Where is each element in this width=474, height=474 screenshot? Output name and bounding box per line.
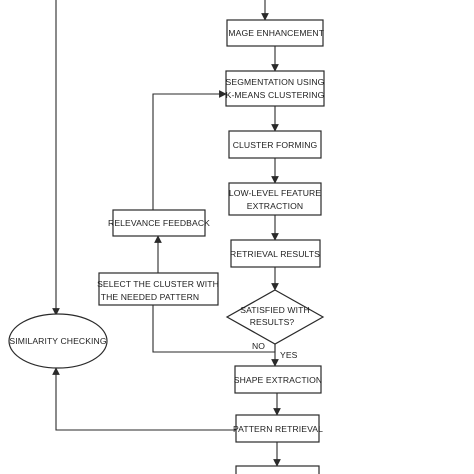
pattern-retrieval-label: PATTERN RETRIEVAL: [233, 424, 323, 434]
low-level-label-line2: EXTRACTION: [247, 201, 303, 211]
shape-extraction-box: [234, 365, 322, 394]
low-level-label-line1: LOW-LEVEL FEATURE: [229, 188, 321, 198]
select-cluster-box: [98, 272, 219, 306]
relevance-feedback-label: RELEVANCE FEEDBACK: [108, 218, 210, 228]
connector-decision-no: [152, 305, 276, 353]
image-enhancement-box: [226, 19, 324, 47]
segmentation-label-line1: SEGMENTATION USING: [226, 77, 325, 87]
yes-label: YES: [280, 350, 298, 360]
segmentation-box: [225, 70, 325, 107]
low-level-feature-box: [228, 182, 322, 216]
satisfied-decision-diamond: [225, 289, 325, 345]
shape-extraction-label: SHAPE EXTRACTION: [234, 375, 323, 385]
similarity-checking-ellipse: [8, 313, 108, 369]
retrieval-results-label: RETRIEVAL RESULTS: [230, 249, 320, 259]
connector-relevance-segmentation: [152, 90, 227, 210]
similarity-checking-label: SIMILARITY CHECKING: [9, 336, 106, 346]
select-cluster-label-line1: SELECT THE CLUSTER WITH: [97, 279, 219, 289]
select-cluster-label-line2: THE NEEDED PATTERN: [101, 292, 199, 302]
no-label: NO: [252, 341, 265, 351]
cluster-forming-box: [228, 130, 322, 159]
connector-pattern-similarity: [52, 367, 236, 431]
segmentation-label-line2: K-MEANS CLUSTERING: [226, 90, 325, 100]
pattern-retrieval-box: [235, 414, 320, 443]
satisfied-label-line2: RESULTS?: [250, 317, 295, 327]
satisfied-label-line1: SATISFIED WITH: [240, 305, 310, 315]
image-enhancement-label: IMAGE ENHANCEMENT: [226, 28, 325, 38]
relevance-feedback-box: [112, 209, 206, 237]
cluster-forming-label: CLUSTER FORMING: [233, 140, 318, 150]
retrieval-results-box: [230, 239, 321, 268]
next-step-box-partial: [235, 465, 320, 474]
